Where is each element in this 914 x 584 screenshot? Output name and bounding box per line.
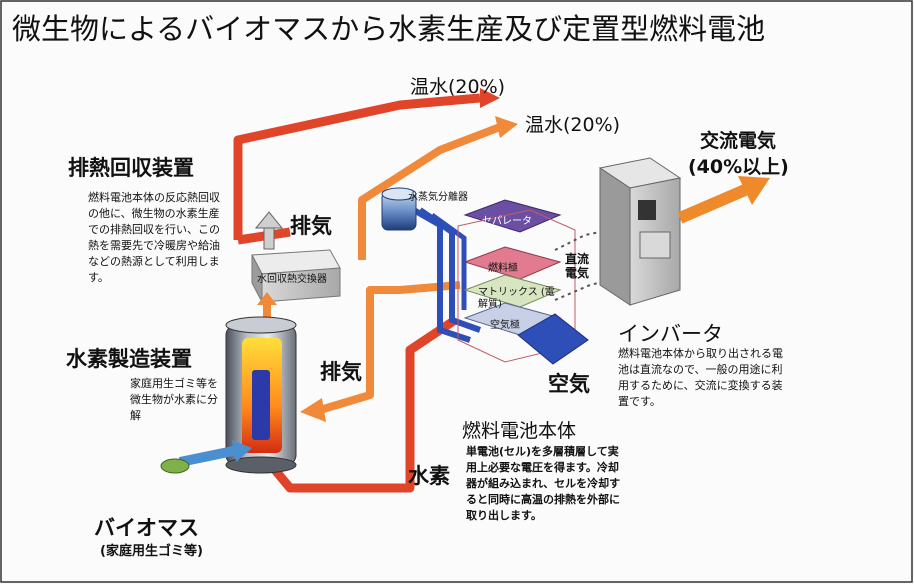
biomass-label: バイオマス bbox=[94, 516, 199, 540]
biomass-sub-label: (家庭用生ゴミ等) bbox=[100, 544, 203, 559]
fuel-cell-desc: 単電池(セル)を多層積層して実用上必要な電圧を得ます。冷却器が組み込まれ、セルを… bbox=[466, 445, 621, 522]
dc-power-label: 直流 電気 bbox=[565, 252, 590, 280]
fuel-electrode-label: 燃料極 bbox=[488, 263, 518, 274]
page-title: 微生物によるバイオマスから水素生産及び定置型燃料電池 bbox=[12, 12, 766, 46]
matrix-label: マトリックス (電解質) bbox=[478, 287, 555, 310]
exhaust-pipe bbox=[318, 281, 461, 414]
exhaust-pipe-arrow bbox=[300, 398, 326, 422]
biomass-feed-arrow bbox=[232, 440, 252, 462]
ac-output-stem bbox=[677, 184, 748, 224]
inverter-panel bbox=[639, 231, 671, 259]
water-pipe-3 bbox=[430, 212, 467, 310]
reactor-top bbox=[225, 316, 297, 334]
reactor-core bbox=[252, 370, 270, 440]
exhaust-link-arrow bbox=[257, 292, 277, 305]
biomass-pile bbox=[160, 458, 190, 474]
hot-water-arrow-2 bbox=[495, 116, 518, 138]
h2-production-desc: 家庭用生ゴミ等を微生物が水素に分解 bbox=[130, 377, 218, 422]
fuel-electrode-plate bbox=[463, 246, 562, 280]
inverter-title: インバータ bbox=[618, 322, 723, 346]
hot-water-pipe-1 bbox=[233, 93, 481, 240]
exhaust-link bbox=[263, 302, 271, 322]
exhaust-up-arrow bbox=[254, 211, 284, 229]
separator-label: セパレータ bbox=[482, 216, 532, 227]
heat-recovery-title: 排熱回収装置 bbox=[68, 156, 194, 180]
ac-output-arrow bbox=[738, 176, 770, 205]
exhaust-label-1: 排気 bbox=[290, 214, 332, 238]
matrix-plate bbox=[463, 274, 562, 308]
hot-water-pipe-2 bbox=[358, 123, 502, 260]
heat-exchanger-label: 水回収熱交換器 bbox=[257, 274, 327, 285]
air-label: 空気 bbox=[548, 372, 590, 396]
hydrogen-pipe bbox=[271, 316, 458, 493]
ac-power-label: 交流電気 bbox=[700, 130, 777, 152]
steam-separator-top bbox=[381, 187, 417, 201]
dc-line-1 bbox=[554, 231, 601, 251]
inverter-side bbox=[599, 167, 631, 306]
heat-recovery-desc: 燃料電池本体の反応熱回収の他に、微生物の水素生産での排熱回収を行い、この熱を需要… bbox=[88, 191, 220, 284]
steam-separator-label: 水蒸気分離器 bbox=[408, 192, 468, 203]
inverter-vent bbox=[638, 200, 656, 220]
heat-exchanger-front bbox=[261, 267, 341, 303]
h2-production-title: 水素製造装置 bbox=[66, 347, 192, 371]
ac-power-pct: (40%以上) bbox=[688, 156, 789, 178]
exhaust-label-2: 排気 bbox=[320, 360, 362, 384]
air-electrode-label: 空気極 bbox=[490, 320, 520, 331]
separator-plate bbox=[463, 199, 562, 233]
hot-water-label-2: 温水(20%) bbox=[525, 114, 621, 136]
hot-water-arrow-1 bbox=[480, 88, 500, 108]
hydrogen-label: 水素 bbox=[408, 464, 450, 488]
air-inlet-arrow bbox=[517, 313, 589, 365]
inverter-desc: 燃料電池本体から取り出される電池は直流なので、一般の用途に利用するために、交流に… bbox=[618, 347, 783, 408]
water-pipe-2 bbox=[418, 207, 482, 333]
reactor-bottom bbox=[225, 456, 297, 474]
biomass-feed-pipe bbox=[178, 445, 240, 467]
fuel-cell-title: 燃料電池本体 bbox=[462, 420, 577, 442]
exhaust-up-stem bbox=[263, 224, 275, 250]
hot-water-label-1: 温水(20%) bbox=[410, 76, 506, 98]
